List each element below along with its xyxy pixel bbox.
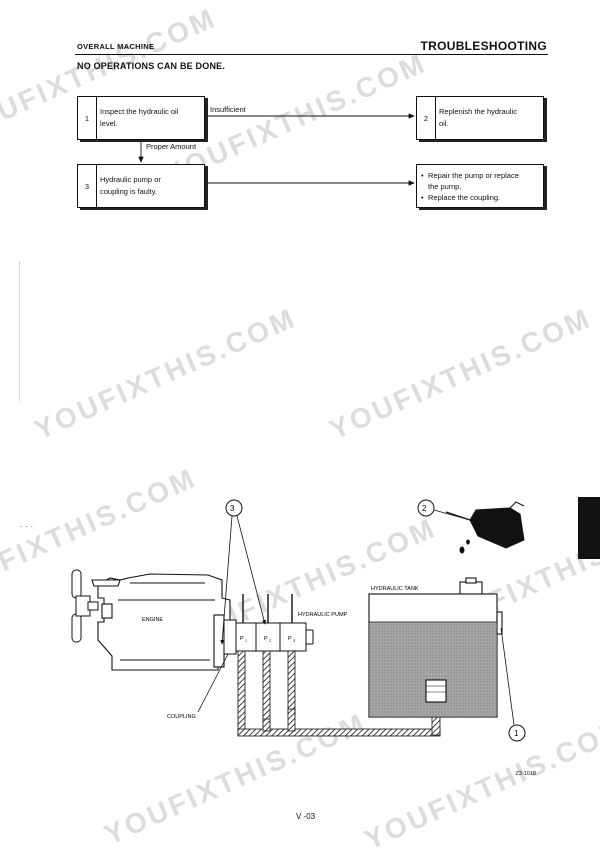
callout-3-label: 3 — [230, 504, 235, 513]
label-proper-amount: Proper Amount — [146, 142, 197, 151]
coupling-leader — [197, 653, 229, 713]
hydraulic-pump — [235, 622, 314, 652]
step-text: Inspect the hydraulic oil level. — [100, 107, 179, 128]
section-title: OVERALL MACHINE — [77, 42, 155, 51]
label-insufficient: Insufficient — [210, 105, 246, 114]
step-number: 1 — [78, 97, 97, 139]
pump-label: HYDRAULIC PUMP — [298, 612, 348, 618]
tank-label: HYDRAULIC TANK — [371, 586, 419, 592]
pump-section-p2-sub: 2 — [269, 639, 271, 643]
section-tab — [578, 497, 600, 559]
callout-1-label: 1 — [514, 729, 519, 738]
step-number: 3 — [78, 165, 97, 207]
engine-label: ENGINE — [142, 617, 163, 623]
flow-step-1: 1 Inspect the hydraulic oil level. — [77, 96, 205, 140]
callout-2 — [417, 499, 435, 517]
remedy-item: Repair the pump or replace the pump. — [421, 170, 539, 192]
suction-strainer — [425, 679, 447, 703]
figure-code: Z3-1018 — [515, 771, 537, 777]
pump-section-p1: P — [240, 636, 244, 642]
fan-icon — [71, 569, 99, 643]
remedy-item: Replace the coupling. — [421, 192, 539, 203]
pump-section-p3-sub: 3 — [293, 639, 295, 643]
watermark-text: YOUFIXTHIS.COM — [30, 302, 301, 445]
hydraulic-system-illustration: ENGINE P 1 P 2 P 3 HYDRAULIC PUMP — [71, 499, 526, 742]
pump-section-p1-sub: 1 — [245, 639, 247, 643]
coupling-label: COUPLING — [167, 714, 196, 720]
callout-1 — [508, 724, 526, 742]
callout-2-label: 2 — [422, 504, 427, 513]
step-text: Hydraulic pump or coupling is faulty. — [100, 175, 161, 196]
callout-3 — [225, 499, 243, 517]
scan-artifact: - - - — [20, 524, 33, 530]
oil-can-icon — [445, 501, 525, 554]
watermark-text: YOUFIXTHIS.COM — [325, 302, 596, 445]
coupling-housing — [223, 619, 237, 655]
pump-section-p3: P — [288, 636, 292, 642]
flowchart-connectors — [138, 113, 415, 186]
step-number: 2 — [417, 97, 436, 139]
pump-outlet-lines — [242, 594, 293, 623]
pump-section-p2: P — [264, 636, 268, 642]
flow-step-2: 2 Replenish the hydraulic oil. — [416, 96, 544, 140]
page-subtitle: NO OPERATIONS CAN BE DONE. — [77, 61, 226, 71]
header-rule — [75, 54, 548, 55]
scan-artifact — [19, 262, 20, 402]
page-number: V -03 — [296, 812, 316, 821]
step-text: Replenish the hydraulic oil. — [439, 107, 517, 128]
chapter-title: TROUBLESHOOTING — [420, 39, 547, 53]
remedy-list: Repair the pump or replace the pump. Rep… — [421, 170, 539, 203]
remedy-box: Repair the pump or replace the pump. Rep… — [416, 164, 544, 208]
flow-step-3: 3 Hydraulic pump or coupling is faulty. — [77, 164, 205, 208]
hydraulic-tank — [368, 577, 503, 718]
